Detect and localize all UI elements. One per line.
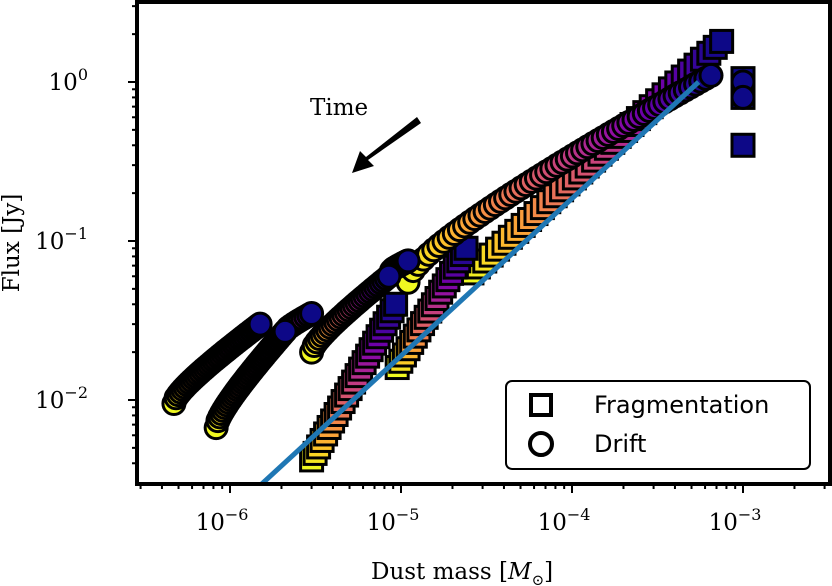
legend-circle-marker bbox=[528, 431, 554, 457]
y-axis-ticks: 10−2 10−1 100 bbox=[35, 5, 137, 465]
drift-marker bbox=[299, 300, 325, 326]
drift-marker bbox=[395, 248, 421, 274]
fragmentation-marker bbox=[383, 291, 409, 317]
annotation-text: Time bbox=[310, 95, 368, 121]
legend-box bbox=[505, 380, 811, 470]
drift-marker bbox=[272, 318, 298, 344]
x-tick-label: 10−4 bbox=[538, 505, 591, 536]
x-axis-ticks: 10−6 10−5 10−4 10−3 bbox=[139, 484, 826, 536]
plot-marks bbox=[161, 28, 756, 473]
y-tick-label: 100 bbox=[49, 65, 88, 96]
x-tick-label: 10−3 bbox=[709, 505, 762, 536]
legend: Fragmentation Drift bbox=[505, 380, 811, 470]
drift-marker bbox=[247, 311, 273, 337]
fragmentation-marker bbox=[730, 132, 756, 158]
legend-label-fragmentation: Fragmentation bbox=[594, 391, 769, 419]
fragmentation-marker bbox=[709, 28, 735, 54]
y-tick-label: 10−1 bbox=[35, 224, 88, 255]
x-tick-label: 10−5 bbox=[367, 505, 420, 536]
y-axis-label: Flux [Jy] bbox=[0, 194, 25, 293]
x-tick-label: 10−6 bbox=[196, 505, 249, 536]
fit-line bbox=[258, 80, 701, 484]
legend-label-drift: Drift bbox=[594, 430, 646, 458]
y-tick-label: 10−2 bbox=[35, 383, 88, 414]
legend-square-marker bbox=[529, 393, 553, 417]
drift-marker bbox=[730, 84, 756, 110]
drift-marker bbox=[698, 62, 724, 88]
time-annotation: Time bbox=[310, 95, 421, 173]
time-arrow bbox=[352, 117, 421, 173]
drift-marker bbox=[376, 263, 402, 289]
x-axis-label: Dust mass [M⊙] bbox=[371, 559, 553, 586]
